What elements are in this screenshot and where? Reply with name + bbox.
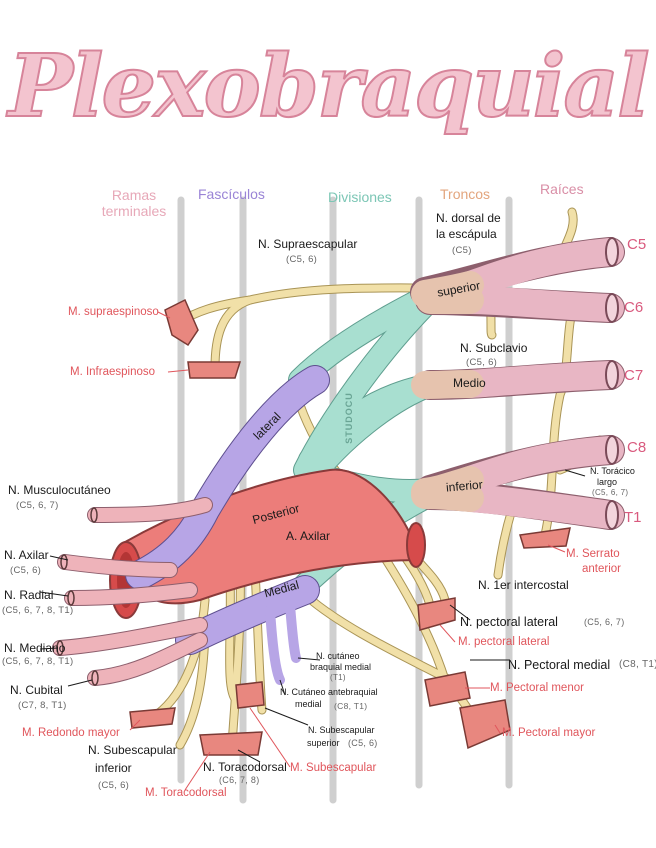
- code-cubital: (C7, 8, T1): [18, 700, 67, 711]
- label-m-serrato-2: anterior: [582, 563, 621, 575]
- watermark: STUDOCU: [344, 392, 354, 444]
- header-fasciculos: Fascículos: [198, 186, 265, 202]
- nerve-radial: N. Radial: [4, 588, 54, 602]
- muscle-pectoral-menor: [424, 671, 471, 707]
- label-m-pectoral-lateral: M. pectoral lateral: [458, 636, 550, 648]
- code-cutaneo-braquial: (T1): [330, 673, 346, 682]
- trunk-inferior: inferior: [445, 477, 484, 495]
- code-radial: (C5, 6, 7, 8, T1): [2, 605, 74, 616]
- nerve-subescapular-sup-2: superior: [307, 738, 340, 748]
- title-graphic: Plexobraquial: [4, 35, 651, 138]
- code-subescapular-sup: (C5, 6): [348, 738, 378, 748]
- nerve-cutaneo-antebraquial-1: N. Cutáneo antebraquial: [280, 687, 378, 697]
- nerve-cutaneo-antebraquial-2: medial: [295, 699, 322, 709]
- label-m-subescapular: M. Subescapular: [290, 762, 377, 774]
- nerve-subescapular-inf-2: inferior: [95, 761, 132, 775]
- page-title: Plexobraquial: [5, 36, 648, 137]
- nerve-dorsal-1: N. dorsal de: [436, 211, 501, 225]
- header-ramas: Ramas terminales: [101, 187, 167, 220]
- code-pectoral-medial: (C8, T1): [619, 659, 656, 670]
- code-subclavio: (C5, 6): [466, 357, 498, 368]
- code-mediano: (C5, 6, 7, 8, T1): [2, 656, 74, 667]
- code-toracico: (C5, 6, 7): [592, 488, 629, 497]
- terminal-branches: [52, 497, 213, 686]
- code-musculocutaneo: (C5, 6, 7): [16, 500, 59, 511]
- nerve-supraescapular: N. Supraescapular: [258, 237, 358, 251]
- leader-lines: [39, 469, 586, 763]
- code-subescapular-inf: (C5, 6): [98, 780, 130, 791]
- header-divisiones: Divisiones: [328, 189, 392, 205]
- muscles: [129, 298, 571, 756]
- muscle-serrato: [519, 527, 571, 549]
- nerve-cubital: N. Cubital: [10, 683, 63, 697]
- nerve-musculocutaneo: N. Musculocutáneo: [8, 483, 111, 497]
- label-m-redondo: M. Redondo mayor: [22, 727, 120, 739]
- muscle-toracodorsal: [199, 731, 263, 756]
- nerve-subclavio: N. Subclavio: [460, 341, 528, 355]
- header-raices: Raíces: [540, 181, 584, 197]
- root-caps: [605, 237, 619, 530]
- code-pectoral-lateral: (C5, 6, 7): [584, 617, 625, 627]
- red-leader-lines: [129, 311, 566, 791]
- code-axilar: (C5, 6): [10, 565, 42, 576]
- nerve-cutaneo-braquial-1: N. cutáneo: [316, 651, 360, 661]
- nerve-toracico-1: N. Torácico: [590, 466, 635, 476]
- nerve-ter-intercostal: N. 1er intercostal: [478, 578, 569, 592]
- root-c5: C5: [627, 236, 647, 253]
- nerve-axilar: N. Axilar: [4, 548, 49, 562]
- code-cutaneo-antebraquial: (C8, T1): [334, 701, 368, 711]
- nerve-toracico-2: largo: [597, 477, 618, 487]
- code-toracodorsal: (C6, 7, 8): [219, 775, 260, 785]
- muscle-pectoral-mayor: [459, 699, 511, 750]
- nerve-cutaneo-braquial-2: braquial medial: [310, 662, 372, 672]
- root-c6: C6: [624, 299, 644, 316]
- label-m-toracodorsal: M. Toracodorsal: [145, 787, 227, 799]
- label-m-pectoral-mayor: M. Pectoral mayor: [502, 727, 596, 739]
- muscle-infraespinoso: [187, 361, 242, 379]
- muscle-redondo: [129, 707, 176, 729]
- nerve-mediano: N. Mediano: [4, 641, 66, 655]
- label-m-supraespinoso: M. supraespinoso: [68, 306, 159, 318]
- muscle-pectoral-lateral: [417, 597, 456, 631]
- nerve-toracodorsal: N. Toracodorsal: [203, 760, 287, 774]
- trunk-medio: Medio: [453, 376, 486, 390]
- roots-trunks: [410, 237, 625, 530]
- muscle-supraespinoso: [164, 298, 199, 347]
- root-c8: C8: [627, 439, 647, 456]
- label-m-infraespinoso: M. Infraespinoso: [70, 366, 156, 378]
- code-supraescapular: (C5, 6): [286, 254, 318, 265]
- muscle-subescapular: [235, 681, 265, 709]
- label-m-serrato-1: M. Serrato: [566, 548, 620, 560]
- code-dorsal: (C5): [452, 245, 472, 256]
- nerve-subescapular-inf-1: N. Subescapular: [88, 743, 177, 757]
- nerve-subescapular-sup-1: N. Subescapular: [308, 725, 375, 735]
- artery-label: A. Axilar: [286, 529, 331, 543]
- label-m-pectoral-menor: M. Pectoral menor: [490, 682, 584, 694]
- root-c7: C7: [624, 367, 644, 384]
- nerve-pectoral-medial: N. Pectoral medial: [508, 658, 611, 672]
- header-troncos: Troncos: [440, 186, 491, 202]
- nerve-dorsal-2: la escápula: [436, 227, 497, 241]
- nerve-pectoral-lateral: N. pectoral lateral: [460, 615, 558, 629]
- root-t1: T1: [624, 509, 642, 526]
